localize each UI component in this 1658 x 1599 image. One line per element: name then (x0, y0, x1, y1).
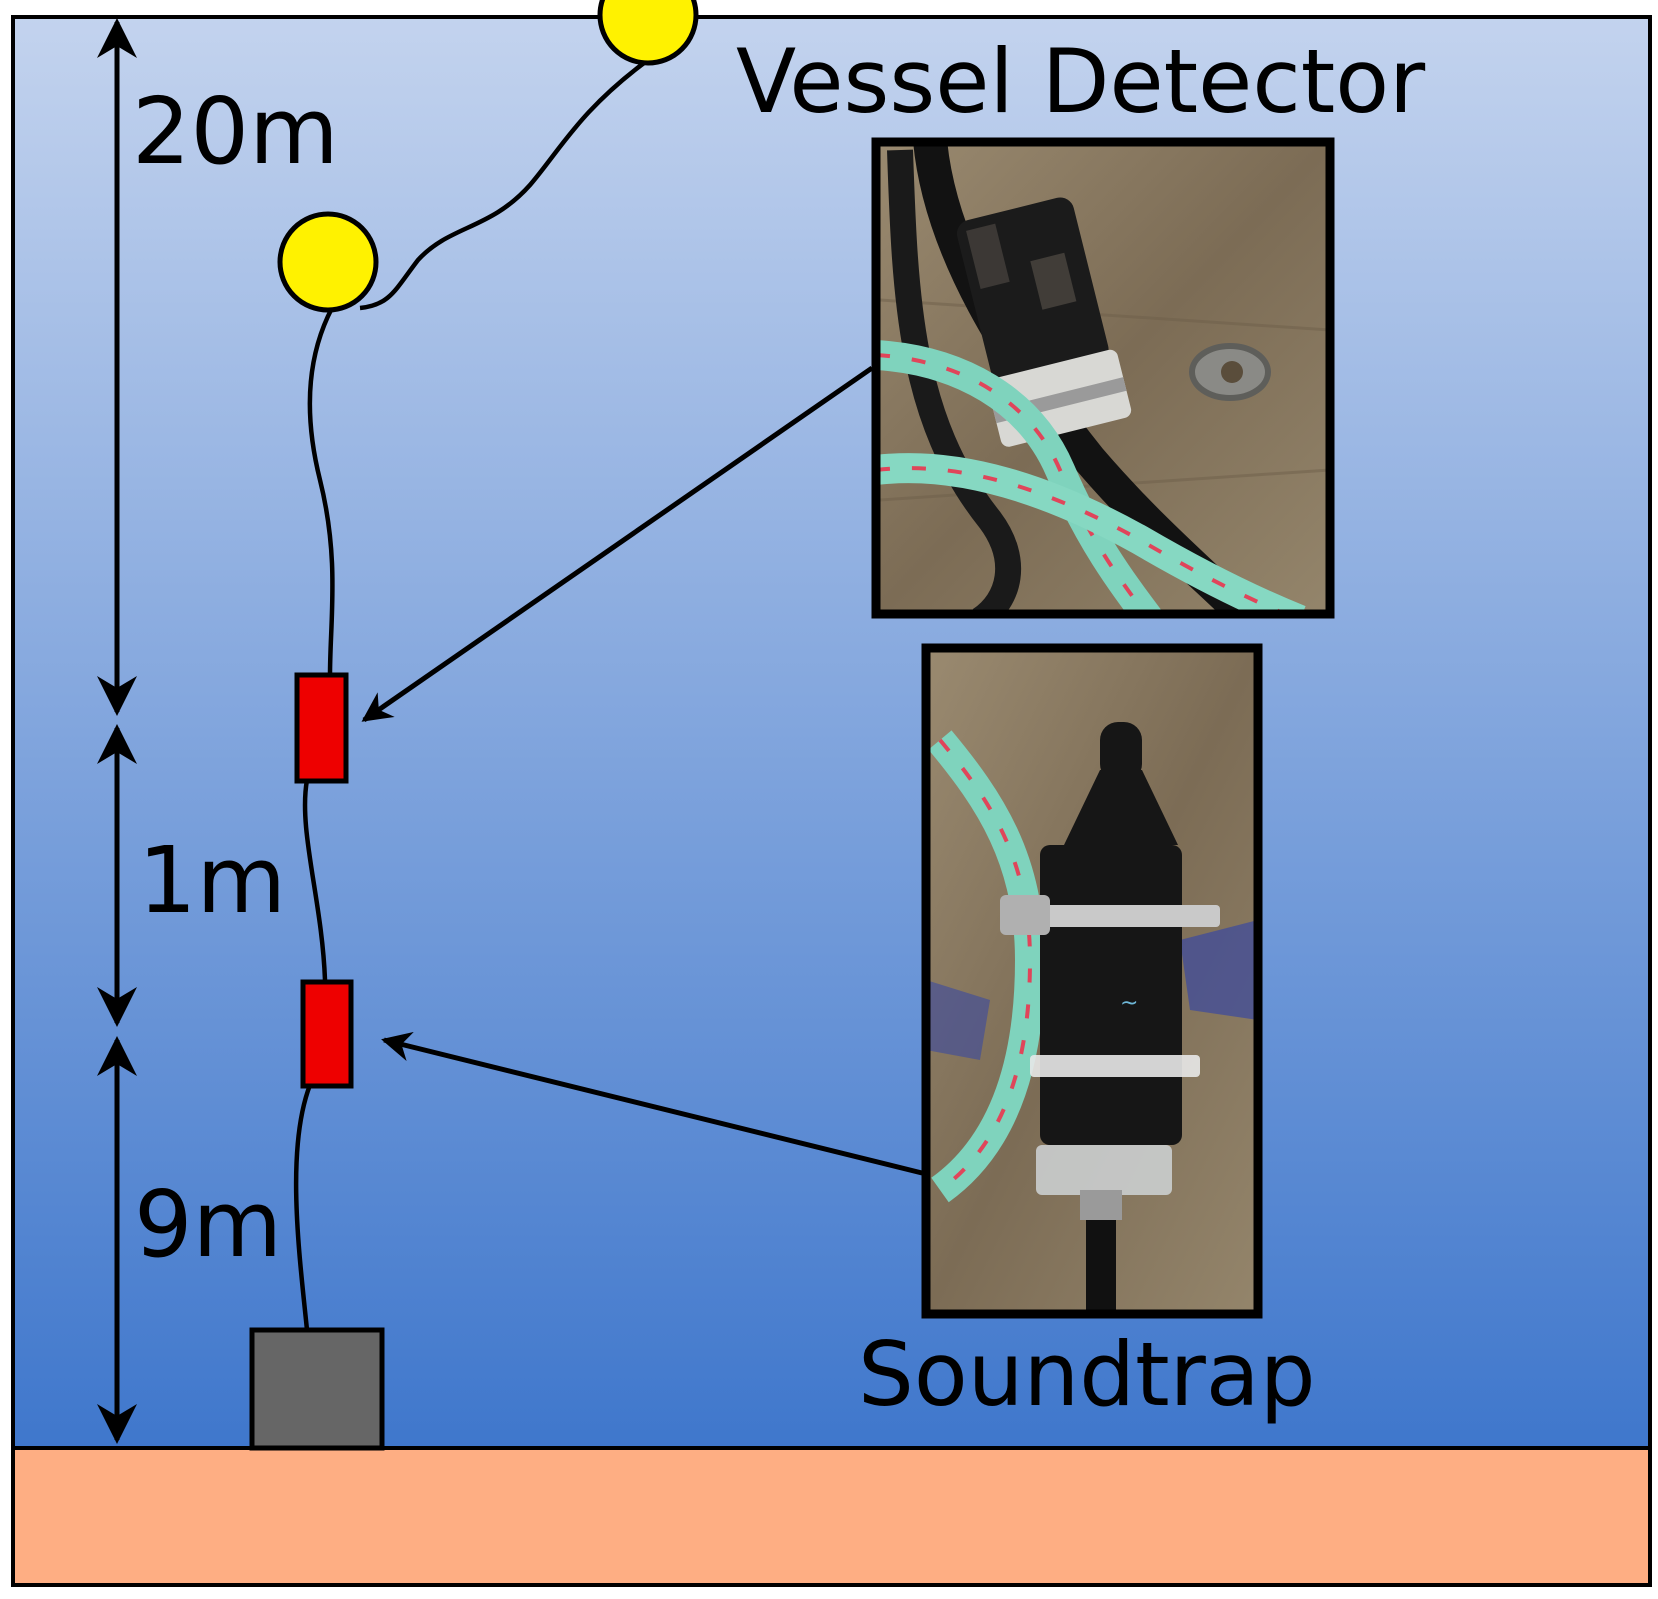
subsurface-buoy (277, 211, 379, 313)
soundtrap-instrument (300, 979, 354, 1089)
soundtrap-pointer-arrow (381, 1031, 923, 1176)
seabed (11, 1446, 1652, 1587)
vessel-detector-label: Vessel Detector (736, 30, 1426, 133)
surface-buoy (597, 0, 699, 66)
mooring-line (293, 58, 650, 1331)
svg-text:~: ~ (1120, 991, 1138, 1016)
soundtrap-photo: ~ (921, 643, 1263, 1319)
vessel-detector-pointer-arrow (361, 365, 874, 723)
soundtrap-label: Soundtrap (858, 1323, 1316, 1426)
vessel-detector-instrument (294, 672, 349, 784)
depth-label-9m: 9m (134, 1171, 282, 1278)
depth-label-1m: 1m (138, 827, 286, 934)
depth-label-20m: 20m (132, 78, 339, 185)
vessel-detector-photo (871, 137, 1335, 619)
anchor-weight (249, 1327, 385, 1451)
